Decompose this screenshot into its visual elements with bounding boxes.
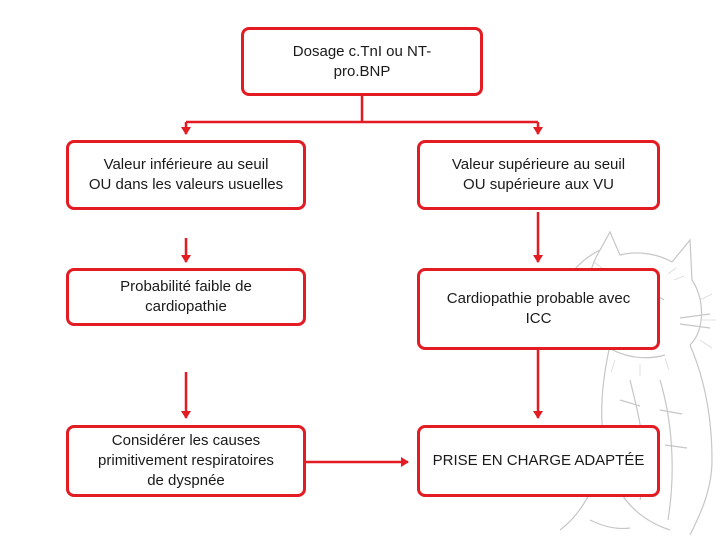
box-root: Dosage c.TnI ou NT-pro.BNP <box>241 27 483 96</box>
text-line: Considérer les causes <box>111 432 261 449</box>
text-line: primitivement respiratoires <box>98 452 274 469</box>
text-line: OU supérieure aux VU <box>463 176 614 193</box>
box-right-3: PRISE EN CHARGE ADAPTÉE <box>417 425 660 497</box>
text-line: Probabilité faible de <box>120 278 252 295</box>
text-line: Cardiopathie probable avec <box>446 290 631 307</box>
box-left-1-text: Valeur inférieure au seuil OU dans les va… <box>89 155 283 195</box>
box-root-text: Dosage c.TnI ou NT-pro.BNP <box>293 42 431 82</box>
box-left-3-text: Considérer les causes primitivement respi… <box>98 431 274 491</box>
box-left-2: Probabilité faible de cardiopathie <box>66 268 306 326</box>
box-left-1: Valeur inférieure au seuil OU dans les va… <box>66 140 306 210</box>
text-line: ICC <box>525 310 552 327</box>
box-right-3-text: PRISE EN CHARGE ADAPTÉE <box>433 451 645 471</box>
text-line: pro.BNP <box>333 62 391 80</box>
text-line: PRISE EN CHARGE ADAPTÉE <box>432 452 645 469</box>
text-line: Valeur inférieure au seuil <box>103 156 269 173</box>
text-line: cardiopathie <box>145 298 227 315</box>
box-left-2-text: Probabilité faible de cardiopathie <box>120 277 252 317</box>
text-line: Dosage c.TnI ou NT- <box>292 42 432 60</box>
box-left-3: Considérer les causes primitivement respi… <box>66 425 306 497</box>
box-right-1-text: Valeur supérieure au seuil OU supérieure … <box>452 155 625 195</box>
text-line: de dyspnée <box>147 472 225 489</box>
text-line: OU dans les valeurs usuelles <box>88 176 284 193</box>
text-line: Valeur supérieure au seuil <box>451 156 626 173</box>
box-right-1: Valeur supérieure au seuil OU supérieure … <box>417 140 660 210</box>
